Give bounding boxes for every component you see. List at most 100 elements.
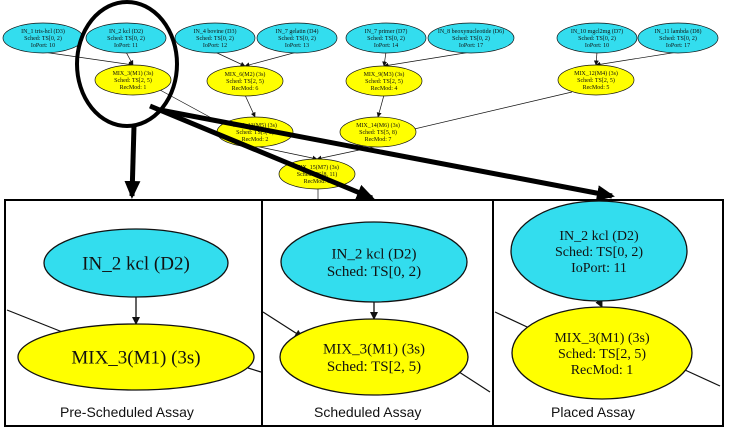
panel-2-incoming-edge (262, 311, 303, 338)
top-node-m7-line-1: MIX_15(M7) (3s) (295, 164, 339, 171)
top-node-m1-line-2: Sched: TS[2, 5) (114, 77, 152, 84)
panel-3: IN_2 kcl (D2)Sched: TS[0, 2)IoPort: 11MI… (494, 200, 721, 400)
panel-caption-scheduled: Scheduled Assay (314, 404, 422, 420)
top-node-in8-line-3: IoPort: 17 (459, 43, 483, 49)
top-node-m6-line-2: Sched: TS[5, 8) (359, 129, 397, 136)
top-edge-m4-m6 (409, 91, 573, 132)
top-node-m3: MIX_9(M3) (3s)Sched: TS[2, 5)RecMod: 4 (345, 65, 423, 97)
detail-panels: IN_2 kcl (D2)MIX_3(M1) (3s)IN_2 kcl (D2)… (4, 199, 724, 427)
top-node-m3-line-3: RecMod: 4 (371, 86, 398, 92)
top-edge-in2-m1 (125, 51, 134, 66)
top-edge-in10-m4 (593, 51, 599, 66)
top-node-in7: IN_7 gelatin (D4)Sched: TS[0, 2)IoPort: … (256, 22, 338, 54)
top-node-m4: MIX_12(M4) (3s)Sched: TS[2, 5)RecMod: 5 (557, 64, 635, 96)
top-node-m1: MIX_3(M1) (3s)Sched: TS[2, 5)RecMod: 1 (94, 64, 172, 96)
top-node-in7b: IN_7 primer (D7)Sched: TS[0, 2)IoPort: 1… (345, 22, 427, 54)
top-node-m6: MIX_14(M6) (3s)Sched: TS[5, 8)RecMod: 7 (339, 116, 417, 148)
top-node-in2-line-2: Sched: TS[0, 2) (107, 35, 145, 42)
top-node-in2-line-3: IoPort: 11 (114, 43, 138, 49)
top-node-m2-line-3: RecMod: 6 (232, 86, 259, 92)
top-node-in4-shape (174, 22, 256, 54)
callout-arrow-2 (149, 103, 375, 201)
highlight-ellipse (75, 0, 179, 128)
top-node-in7b-line-1: IN_7 primer (D7) (365, 28, 408, 35)
panel-3-mix-node-shape (511, 306, 693, 400)
top-edge-in7-m2 (244, 51, 298, 68)
top-node-in11-line-1: IN_11 lambda (D8) (654, 28, 701, 35)
top-node-m3-shape (345, 65, 423, 97)
panel-3-mix-node-line-1: MIX_3(M1) (3s) (554, 331, 650, 346)
top-node-in8: IN_8 beoxynucleotide (D6)Sched: TS[0, 2)… (427, 22, 515, 54)
top-node-in2-shape (85, 22, 167, 54)
top-node-in2-line-1: IN_2 kcl (D2) (109, 28, 143, 35)
top-edge-in4-m2 (214, 51, 246, 67)
panel-1-input-node: IN_2 kcl (D2) (43, 228, 229, 298)
top-node-in10-shape (556, 22, 638, 54)
top-node-m4-line-1: MIX_12(M4) (3s) (574, 70, 618, 77)
top-node-in7-shape (256, 22, 338, 54)
top-node-m2-line-1: MIX_6(M2) (3s) (225, 71, 266, 78)
panel-2-mix-node-line-2: Sched: TS[2, 5) (327, 359, 421, 375)
panel-1-mix-node-line-1: MIX_3(M1) (3s) (71, 348, 200, 369)
top-node-m2-line-2: Sched: TS[2, 5) (226, 78, 264, 85)
panel-1-outgoing-edge (247, 367, 262, 373)
top-node-in11: IN_11 lambda (D8)Sched: TS[0, 2)IoPort: … (637, 22, 719, 54)
top-edge-in1-m1 (42, 51, 134, 67)
panel-1-input-node-line-1: IN_2 kcl (D2) (82, 254, 190, 275)
top-node-m5-line-3: RecMod: 2 (242, 137, 269, 143)
panel-2-outgoing-edge (455, 369, 491, 393)
callout-arrow-1 (124, 125, 141, 199)
top-node-m3-line-2: Sched: TS[2, 5) (365, 78, 403, 85)
top-edge-m3-m6 (376, 94, 385, 118)
top-node-in1-line-3: IoPort: 10 (31, 43, 55, 49)
top-node-in7b-line-2: Sched: TS[0, 2) (367, 35, 405, 42)
top-node-m4-line-2: Sched: TS[2, 5) (577, 77, 615, 84)
top-node-in11-line-3: IoPort: 17 (666, 43, 690, 49)
panel-3-input-node: IN_2 kcl (D2)Sched: TS[0, 2)IoPort: 11 (510, 200, 688, 302)
panel-1: IN_2 kcl (D2) MIX_3(M1) (3s) (6, 228, 262, 391)
top-node-in8-shape (427, 22, 515, 54)
top-edge-in11-m4 (595, 51, 679, 67)
top-node-m4-shape (557, 64, 635, 96)
top-node-in4-line-3: IoPort: 12 (203, 43, 227, 49)
panel-3-input-node-shape (510, 200, 688, 302)
top-node-in1: IN_1 tris-hcl (D3)Sched: TS[0, 2)IoPort:… (2, 22, 84, 54)
top-edge-m5-m7 (254, 145, 318, 161)
top-node-in10-line-1: IN_10 mgcl2mg (D7) (571, 28, 623, 35)
top-node-m4-line-3: RecMod: 5 (583, 85, 610, 91)
panel-2-mix-node-line-1: MIX_3(M1) (3s) (323, 342, 425, 358)
panel-caption-placed: Placed Assay (551, 404, 636, 420)
top-node-m1-shape (94, 64, 172, 96)
panel-2-input-node-shape (280, 221, 468, 303)
top-node-in11-line-2: Sched: TS[0, 2) (659, 35, 697, 42)
top-node-in10-line-3: IoPort: 10 (585, 43, 609, 49)
top-edge-in7b-m3 (382, 51, 388, 67)
panel-3-mix-node-line-3: RecMod: 1 (571, 363, 634, 378)
panel-1-mix-node-shape (17, 323, 255, 391)
panel-3-mix-node-line-2: Sched: TS[2, 5) (558, 347, 646, 362)
top-node-m7-line-3: RecMod: 3 (304, 179, 331, 185)
top-node-in2: IN_2 kcl (D2)Sched: TS[0, 2)IoPort: 11 (85, 22, 167, 54)
top-node-in7-line-1: IN_7 gelatin (D4) (276, 28, 319, 35)
top-node-m6-line-3: RecMod: 7 (365, 137, 392, 143)
top-node-m3-line-1: MIX_9(M3) (3s) (364, 71, 405, 78)
top-node-in1-line-2: Sched: TS[0, 2) (24, 35, 62, 42)
panel-3-input-node-line-1: IN_2 kcl (D2) (559, 229, 639, 244)
top-node-in10: IN_10 mgcl2mg (D7)Sched: TS[0, 2)IoPort:… (556, 22, 638, 54)
top-node-in8-line-2: Sched: TS[0, 2) (452, 35, 490, 42)
top-node-in4-line-2: Sched: TS[0, 2) (196, 35, 234, 42)
panel-3-input-node-line-2: Sched: TS[0, 2) (555, 245, 643, 260)
top-node-m6-line-1: MIX_14(M6) (3s) (356, 122, 400, 129)
top-edge-m2-m5 (244, 94, 256, 118)
top-node-m5-line-2: Sched: TS[5, 8) (236, 129, 274, 136)
panel-2-mix-node-shape (279, 318, 469, 396)
panel-3-mix-node: MIX_3(M1) (3s)Sched: TS[2, 5)RecMod: 1 (511, 306, 693, 400)
panel-2-input-node-line-1: IN_2 kcl (D2) (332, 247, 417, 263)
top-node-m1-line-3: RecMod: 1 (120, 85, 147, 91)
top-node-in11-shape (637, 22, 719, 54)
panel-2-input-node: IN_2 kcl (D2)Sched: TS[0, 2) (280, 221, 468, 303)
top-node-m6-shape (339, 116, 417, 148)
panels-frame (4, 199, 724, 427)
panel-3-outgoing-edge (684, 369, 721, 387)
